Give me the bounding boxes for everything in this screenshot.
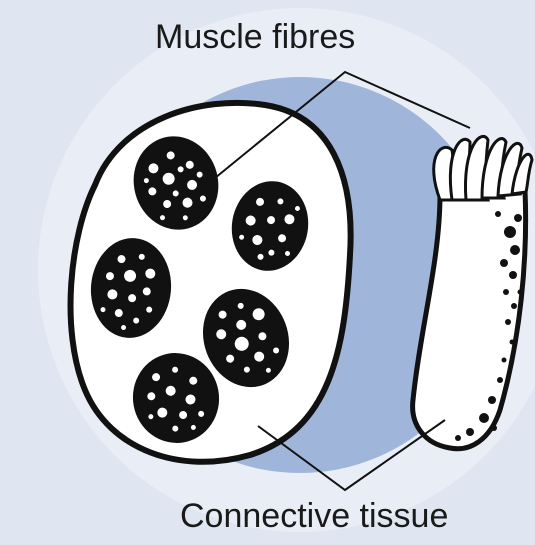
muscle-fibres-label: Muscle fibres: [0, 18, 535, 57]
connective-tissue-label: Connective tissue: [0, 497, 535, 536]
